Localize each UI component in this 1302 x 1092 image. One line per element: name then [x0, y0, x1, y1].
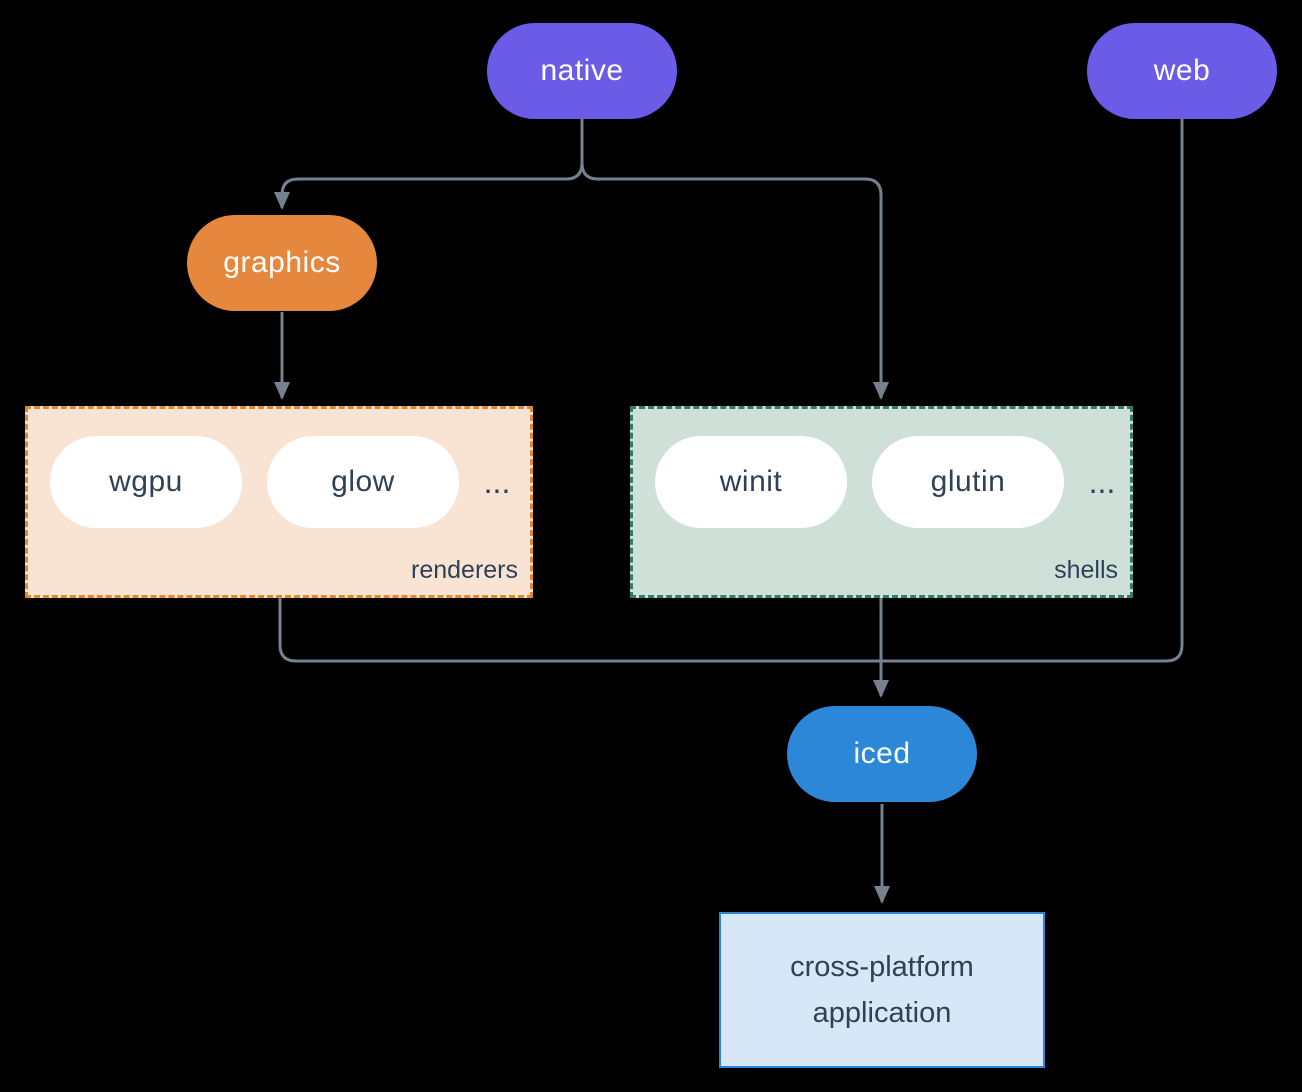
node-native: native — [487, 23, 677, 119]
node-glow: glow — [267, 436, 459, 528]
node-wgpu-label: wgpu — [109, 465, 183, 498]
node-wgpu: wgpu — [50, 436, 242, 528]
node-winit-label: winit — [719, 465, 783, 498]
renderers-group-label: renderers — [411, 556, 518, 584]
node-iced-label: iced — [853, 737, 911, 770]
node-glow-label: glow — [331, 465, 395, 498]
edge-renderers-to-merge — [278, 598, 881, 663]
node-winit: winit — [655, 436, 847, 528]
node-iced: iced — [787, 706, 977, 802]
edge-native-to-shells — [580, 119, 889, 400]
application-label: cross-platform application — [790, 950, 974, 1029]
node-glutin-label: glutin — [930, 465, 1006, 498]
group-shells: winit glutin ... shells — [630, 406, 1133, 598]
edge-web-to-merge — [881, 119, 1184, 663]
node-web: web — [1087, 23, 1277, 119]
renderers-ellipsis: ... — [483, 463, 511, 500]
node-graphics: graphics — [187, 215, 377, 311]
node-web-label: web — [1153, 54, 1211, 87]
node-glutin: glutin — [872, 436, 1064, 528]
node-graphics-label: graphics — [223, 246, 341, 279]
edge-native-to-graphics — [274, 119, 584, 210]
shells-ellipsis: ... — [1088, 463, 1116, 500]
group-renderers: wgpu glow ... renderers — [25, 406, 533, 598]
shells-group-label: shells — [1054, 556, 1118, 584]
node-cross-platform-application: cross-platform application — [719, 912, 1045, 1068]
node-native-label: native — [540, 54, 624, 87]
